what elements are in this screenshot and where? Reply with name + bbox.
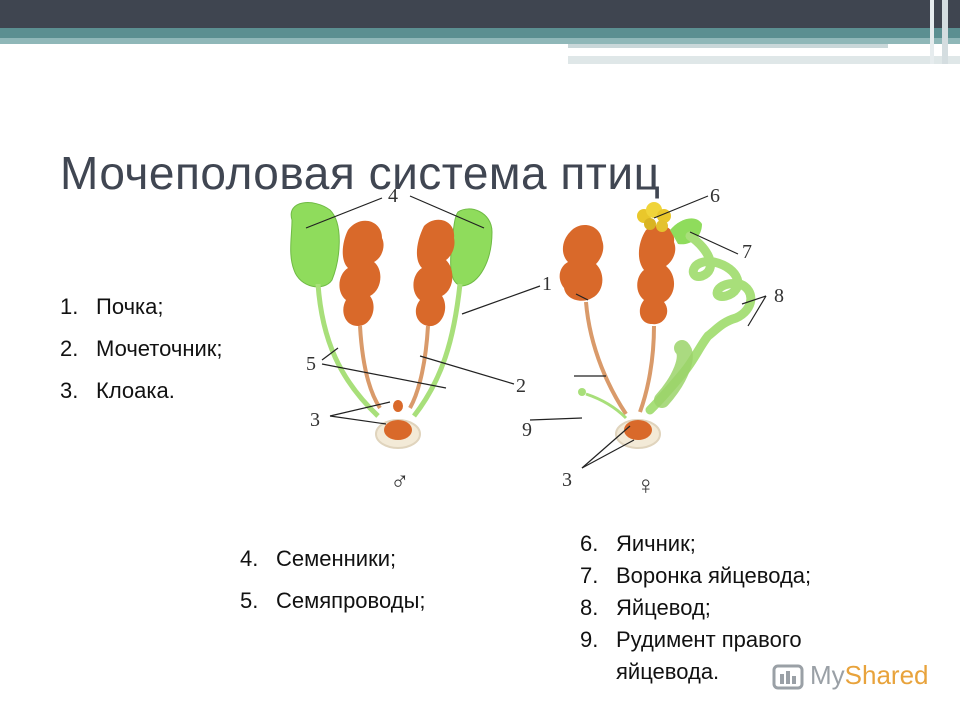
- label-7: 7: [742, 241, 752, 263]
- watermark-shared: Shared: [844, 660, 929, 690]
- header-band-light: [0, 38, 960, 44]
- legend-text: Мочеточник;: [96, 336, 223, 361]
- legend-text: Воронка яйцевода;: [616, 563, 812, 588]
- legend-text: Семяпроводы;: [276, 588, 426, 613]
- label-5: 5: [306, 353, 316, 375]
- legend-item: 5. Семяпроводы;: [240, 588, 426, 614]
- legend-item: 2. Мочеточник;: [60, 336, 223, 362]
- right-kidney: [413, 219, 455, 327]
- ovary: [637, 202, 671, 232]
- female-right-ureter: [638, 325, 656, 413]
- myshared-logo-icon: [772, 664, 804, 690]
- legend-text: Яичник;: [616, 531, 696, 556]
- right-testis: [450, 208, 493, 287]
- legend-num: 2.: [60, 336, 79, 361]
- legend-item: 1. Почка;: [60, 294, 223, 320]
- left-ureter: [358, 325, 382, 410]
- female-diagram: 6 7 8 9 3 ♀: [522, 185, 784, 500]
- label-2: 2: [516, 375, 526, 397]
- legend-item: 8. Яйцевод;: [580, 592, 811, 624]
- male-diagram: 4 1 5 2 3 ♂: [290, 185, 552, 496]
- label-6: 6: [710, 185, 720, 207]
- label-4: 4: [388, 185, 398, 207]
- legend-main: 1. Почка; 2. Мочеточник; 3. Клоака.: [60, 294, 223, 404]
- legend-num: 1.: [60, 294, 79, 319]
- legend-num: 5.: [240, 588, 259, 613]
- legend-item: 4. Семенники;: [240, 546, 426, 572]
- female-left-kidney: [559, 225, 604, 301]
- male-cloaca: [384, 420, 412, 440]
- male-symbol: ♂: [390, 466, 410, 496]
- female-right-kidney: [637, 225, 676, 325]
- legend-text: Рудимент правого: [616, 627, 802, 652]
- legend-item: 7. Воронка яйцевода;: [580, 560, 811, 592]
- legend-num: 3.: [60, 378, 79, 403]
- left-kidney: [339, 220, 384, 326]
- rudiment-right-oviduct: [585, 392, 628, 420]
- left-testis: [290, 202, 340, 288]
- legend-text: Яйцевод;: [616, 595, 711, 620]
- label-9: 9: [522, 419, 532, 441]
- legend-num: 6.: [580, 531, 599, 556]
- legend-item: 3. Клоака.: [60, 378, 223, 404]
- legend-text: Семенники;: [276, 546, 397, 571]
- label-3-female: 3: [562, 469, 572, 491]
- urogenital-diagram: 4 1 5 2 3 ♂: [290, 185, 784, 500]
- legend-num: 8.: [580, 595, 599, 620]
- top-bar: [0, 0, 960, 28]
- right-ureter: [408, 325, 430, 409]
- legend-num: 9.: [580, 627, 599, 652]
- legend-text: яйцевода.: [616, 659, 720, 684]
- header-band: [0, 28, 960, 38]
- legend-num: 4.: [240, 546, 259, 571]
- watermark-my: My: [810, 660, 845, 690]
- header-stripe: [568, 44, 888, 48]
- page-title: Мочеполовая система птиц: [60, 147, 661, 199]
- label-3: 3: [310, 409, 320, 431]
- female-symbol: ♀: [636, 470, 656, 500]
- right-vas-deferens: [412, 283, 463, 418]
- legend-male: 4. Семенники; 5. Семяпроводы;: [240, 546, 426, 614]
- legend-num: 7.: [580, 563, 599, 588]
- female-left-ureter: [584, 301, 628, 416]
- header-stripe: [942, 0, 948, 64]
- legend-item: 6. Яичник;: [580, 528, 811, 560]
- left-vas-deferens: [315, 283, 380, 418]
- legend-text: Почка;: [96, 294, 164, 319]
- label-8: 8: [774, 285, 784, 307]
- legend-text: Клоака.: [96, 378, 175, 403]
- female-cloaca: [624, 420, 652, 440]
- header-stripe: [568, 56, 960, 64]
- label-1: 1: [542, 273, 552, 295]
- legend-item: 9. Рудимент правого: [580, 624, 811, 656]
- watermark: MyShared: [810, 660, 929, 691]
- legend-female: 6. Яичник; 7. Воронка яйцевода; 8. Яйцевод;…: [580, 528, 811, 688]
- header-stripe: [930, 0, 934, 64]
- legend-item: яйцевода.: [580, 656, 811, 688]
